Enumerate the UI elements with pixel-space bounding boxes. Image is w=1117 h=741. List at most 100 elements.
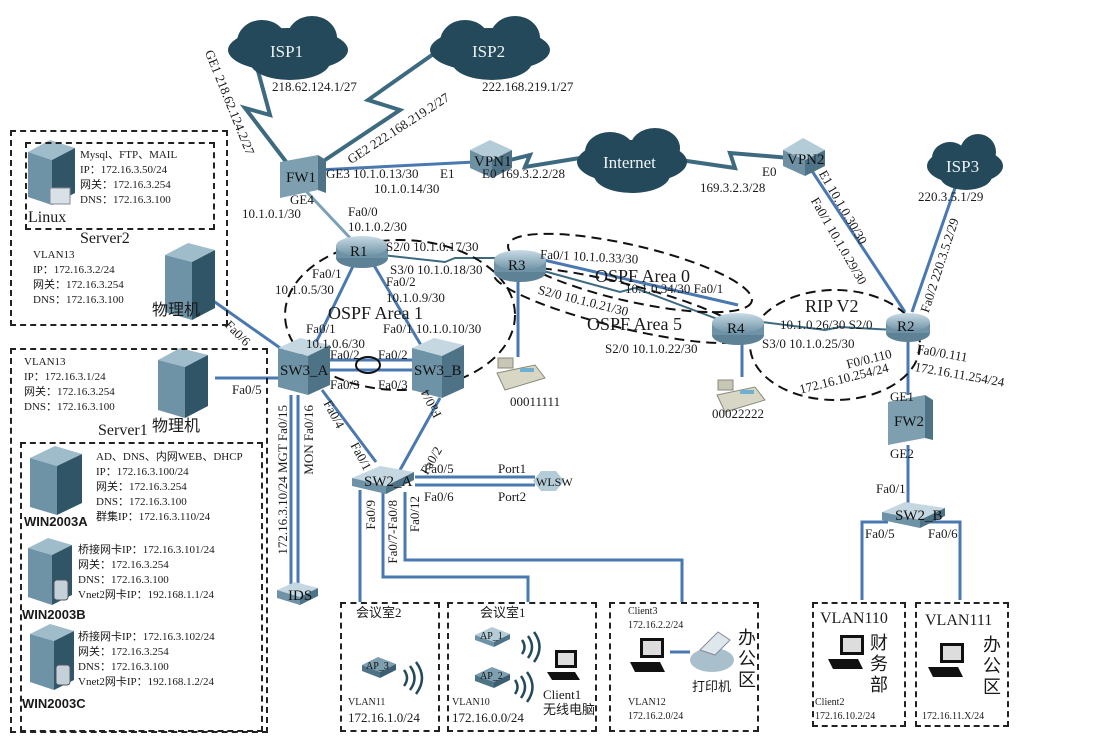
wlsw-label: WLSW [536, 475, 573, 489]
office111-vlan: VLAN111 [925, 612, 993, 629]
link-server2-sw3a [211, 298, 284, 352]
switch-sw3b-icon [412, 338, 464, 398]
sw3a-fa05-label: Fa0/5 [232, 382, 262, 397]
r1-fa01-port-label: Fa0/1 [312, 266, 342, 281]
fw1-ge4-ip-label: 10.1.0.1/30 [242, 206, 301, 221]
link-fw1-r1 [303, 188, 354, 242]
r2-label: R2 [897, 319, 915, 335]
wan-isp2-fw1 [323, 53, 434, 162]
sw2b-fa01-label: Fa0/1 [876, 481, 906, 496]
printer-label: 打印机 [692, 679, 732, 694]
sw2b-fa06-label: Fa0/6 [928, 526, 958, 541]
switch-sw2a-icon [352, 466, 414, 494]
ids-icon [277, 582, 318, 605]
sw3b-fa03-label: Fa0/3 [378, 377, 408, 392]
link-sw3b-sw2a [398, 397, 442, 471]
cloud-isp1 [228, 16, 348, 80]
meeting-room1-subnet: 172.16.0.0/24 [452, 710, 524, 725]
windows-group-box [20, 442, 263, 732]
wifi-waves-ap1 [520, 631, 541, 663]
win2003c-info: 桥接网卡IP：172.16.3.102/24 网关：172.16.3.254 D… [78, 631, 215, 688]
linux-info: Mysql、FTP、MAIL IP：172.16.3.50/24 网关：172.… [80, 149, 178, 206]
office111-title: 办公区 [983, 635, 1001, 697]
linux-group-box [25, 142, 215, 230]
win2003b-server-icon [28, 538, 72, 605]
phone2-number: 00022222 [712, 406, 764, 421]
meeting-room2-vlan: VLAN11 [348, 697, 386, 708]
fw2-ge2-label: GE2 [890, 446, 914, 461]
ids-label: IDS [288, 588, 312, 604]
fw2-ge1-label: GE1 [890, 389, 914, 404]
vpn2-label: VPN2 [787, 152, 825, 168]
rip-v2-label: RIP V2 [805, 296, 859, 316]
physical-server1-icon [158, 348, 208, 418]
vpn2-e0-ip-label: 169.3.2.3/28 [700, 180, 766, 195]
r1-fa00-port-label: Fa0/0 [348, 204, 378, 219]
wifi-waves-ap3 [402, 661, 424, 695]
r1-fa02-ip-label: 10.1.0.9/30 [386, 290, 445, 305]
sw3-etherchannel [355, 356, 381, 374]
router-r3-icon [494, 250, 546, 282]
wlsw-port2-label: Port2 [498, 489, 527, 504]
sw2a-fa09-label: Fa0/9 [363, 500, 378, 530]
r1-label: R1 [350, 244, 368, 260]
rip-boundary [749, 289, 921, 401]
sw3b-fa01-label: Fa0/1 10.1.0.10/30 [383, 321, 482, 336]
sw3a-fa03-label: Fa0/3 [330, 377, 360, 392]
vpn1-e1-port-label: E1 [440, 166, 455, 181]
sw2a-fa012-label: Fa0/12 [407, 496, 422, 533]
phone1-number: 00011111 [510, 394, 561, 409]
ids-mon-label: MON Fa0/16 [301, 405, 316, 475]
fw1-ge3-label: GE3 10.1.0.13/30 [326, 166, 419, 181]
sw3b-label: SW3_B [414, 363, 462, 379]
meeting-room1-vlan: VLAN10 [452, 697, 490, 708]
win2003a-info: AD、DNS、内网WEB、DHCP IP：172.16.3.100/24 网关：… [96, 451, 243, 523]
wifi-waves-ap2 [513, 671, 534, 703]
r3-label: R3 [508, 258, 526, 274]
client1-desc: 无线电脑 [543, 702, 596, 717]
sw2a-fa06-label: Fa0/6 [424, 489, 454, 504]
printer-icon [690, 631, 734, 672]
office111-subnet: 172.16.11.X/24 [922, 711, 985, 722]
finance-vlan110-box [812, 602, 906, 727]
link-isp3-r2 [910, 184, 958, 313]
server2-title: Server2 [80, 230, 130, 247]
wlsw-port1-label: Port1 [498, 461, 527, 476]
r4-fa01-label: 10.1.0.34/30 Fa0/1 [625, 281, 724, 296]
router-r1-icon [336, 236, 388, 268]
server1-host-label: 物理机 [152, 418, 201, 435]
physical-server2-icon [165, 243, 215, 320]
phone-icon [496, 357, 546, 391]
link-sw3a-sw2a [320, 389, 378, 463]
ap3-icon [362, 657, 396, 678]
ap3-label: AP_3 [366, 661, 389, 672]
sw2b-label: SW2_B [895, 508, 943, 524]
link-r1-sw3a [308, 261, 357, 356]
ap2-icon [475, 667, 510, 688]
server2-host-label: 物理机 [152, 302, 201, 319]
serial-r1-r3 [381, 254, 500, 264]
link-sw2a-office12 [403, 492, 684, 602]
ospf-area0-label: OSPF Area 0 [595, 266, 691, 286]
isp1-ip-label: 218.62.124.1/27 [272, 79, 357, 94]
meeting-room1-box [447, 602, 597, 732]
vpn1-e0-label: E0 169.3.2.2/28 [482, 166, 566, 181]
r4-label: R4 [727, 321, 745, 337]
r3-s30-label: S3/0 10.1.0.18/30 [390, 262, 483, 277]
meeting-room2-subnet: 172.16.1.0/24 [348, 710, 420, 725]
ids-mgt-label: 172.16.3.10/24 MGT Fa0/15 [275, 405, 290, 555]
ospf-area5-label: OSPF Area 5 [587, 314, 683, 334]
cloud-internet [577, 128, 687, 193]
pc-client3-icon [630, 638, 665, 672]
r1-fa01-ip-label: 10.1.0.5/30 [275, 282, 334, 297]
cloud-internet-label: Internet [603, 153, 656, 172]
office-vlan111-box [915, 602, 1009, 727]
phone-icon [716, 379, 766, 413]
sw2a-fa078-label: Fa0/7-Fa0/8 [385, 500, 400, 564]
server1-group-box [10, 348, 268, 733]
server1-title: Server1 [98, 422, 148, 439]
switch-sw2b-icon [882, 502, 945, 528]
server1-host-info: VLAN13 IP：172.16.3.1/24 网关：172.16.3.254 … [24, 356, 115, 413]
vpn2-e0-port-label: E0 [762, 164, 777, 179]
